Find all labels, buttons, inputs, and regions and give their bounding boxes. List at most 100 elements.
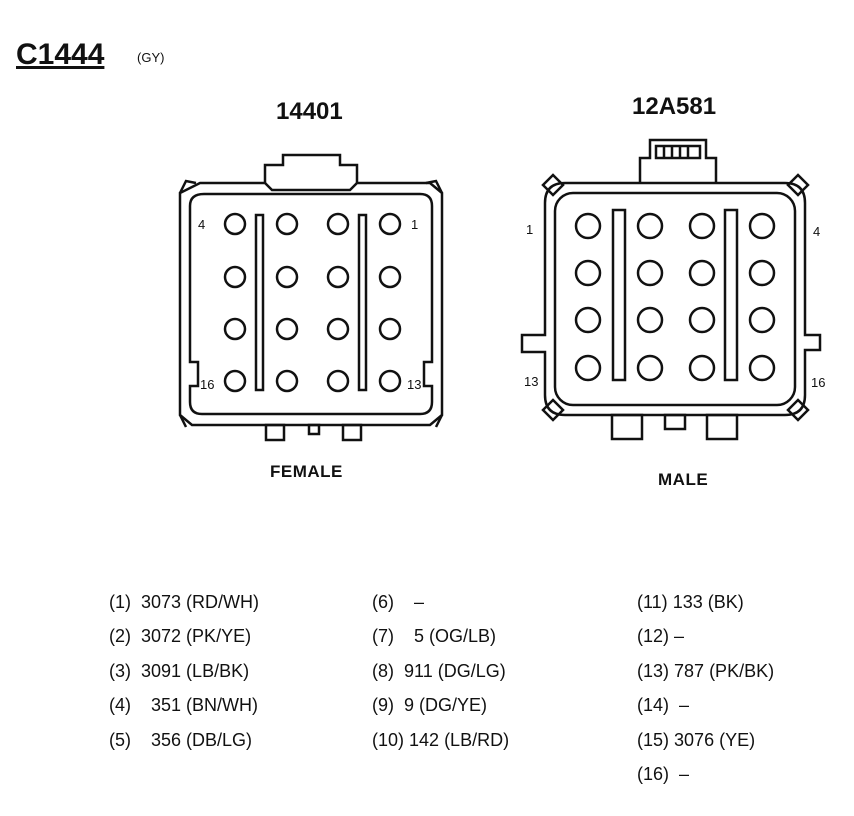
male-bottom-tab xyxy=(705,413,739,441)
male-pin-label-bottom-left: 13 xyxy=(524,374,538,389)
pin-number: (9) xyxy=(372,695,394,715)
pinout-row: (1) 3073 (RD/WH) xyxy=(109,592,259,613)
male-pin xyxy=(574,354,602,382)
circuit-value: 3076 (YE) xyxy=(674,730,756,750)
male-pin xyxy=(748,354,776,382)
pinout-row: (13) 787 (PK/BK) xyxy=(637,661,774,682)
pin-number: (4) xyxy=(109,695,131,715)
female-bottom-tab xyxy=(341,423,363,442)
male-pin-label-top-left: 1 xyxy=(526,222,533,237)
male-pin-grid xyxy=(574,212,776,382)
circuit-value: 142 (LB/RD) xyxy=(409,730,510,750)
circuit-value: 3091 (LB/BK) xyxy=(141,661,250,681)
female-corner-tab xyxy=(434,414,444,428)
male-pin xyxy=(636,212,664,240)
male-pin xyxy=(688,306,716,334)
pinout-row: (16) – xyxy=(637,764,689,785)
pin-number: (5) xyxy=(109,730,131,750)
pin-number: (2) xyxy=(109,626,131,646)
male-pin xyxy=(748,212,776,240)
male-bottom-tab xyxy=(663,413,687,431)
circuit-value: 3073 (RD/WH) xyxy=(141,592,260,612)
pinout-row: (10) 142 (LB/RD) xyxy=(372,730,509,751)
connector-color: (GY) xyxy=(137,50,165,65)
pinout-row: (12) – xyxy=(637,626,684,647)
pinout-row: (7) 5 (OG/LB) xyxy=(372,626,496,647)
male-pin-label-bottom-right: 16 xyxy=(811,375,825,390)
circuit-value: – xyxy=(414,592,425,612)
pinout-row: (6) – xyxy=(372,592,424,613)
pinout-row: (15) 3076 (YE) xyxy=(637,730,755,751)
male-pin xyxy=(636,354,664,382)
male-divider-bar xyxy=(723,208,739,382)
pinout-row: (2) 3072 (PK/YE) xyxy=(109,626,251,647)
circuit-value: – xyxy=(679,695,690,715)
pinout-row: (3) 3091 (LB/BK) xyxy=(109,661,249,682)
pin-number: (7) xyxy=(372,626,394,646)
female-corner-tab xyxy=(178,414,188,428)
female-inner-outline xyxy=(188,192,434,416)
pin-number: (3) xyxy=(109,661,131,681)
pinout-row: (5) 356 (DB/LG) xyxy=(109,730,252,751)
circuit-value: 351 (BN/WH) xyxy=(151,695,259,715)
male-pin xyxy=(748,306,776,334)
female-corner-tab xyxy=(178,179,197,194)
female-pin xyxy=(326,369,350,393)
female-pin xyxy=(378,212,402,236)
male-corner-tab xyxy=(541,398,565,422)
pin-number: (16) xyxy=(637,764,670,784)
male-latch xyxy=(638,138,718,183)
pin-number: (1) xyxy=(109,592,131,612)
female-bottom-tab xyxy=(264,423,286,442)
pinout-row: (9) 9 (DG/YE) xyxy=(372,695,487,716)
male-pin xyxy=(636,259,664,287)
pin-number: (14) xyxy=(637,695,670,715)
circuit-value: 911 (DG/LG) xyxy=(404,661,506,681)
female-divider-bar xyxy=(254,213,265,392)
circuit-value: 9 (DG/YE) xyxy=(404,695,488,715)
male-corner-tab xyxy=(786,398,810,422)
female-pin xyxy=(223,212,247,236)
female-bottom-tab xyxy=(307,423,321,436)
pin-number: (13) xyxy=(637,661,670,681)
female-pin xyxy=(275,212,299,236)
male-pin xyxy=(688,354,716,382)
female-divider-bar xyxy=(357,213,368,392)
circuit-value: 356 (DB/LG) xyxy=(151,730,253,750)
male-pin-label-top-right: 4 xyxy=(813,224,820,239)
female-pin-label-bottom-left: 16 xyxy=(200,377,214,392)
pin-number: (15) xyxy=(637,730,670,750)
female-part-number: 14401 xyxy=(276,98,343,125)
pin-number: (6) xyxy=(372,592,394,612)
pinout-row: (14) – xyxy=(637,695,689,716)
connector-id: C1444 xyxy=(16,38,105,71)
pinout-row: (11) 133 (BK) xyxy=(637,592,744,613)
circuit-value: – xyxy=(679,764,690,784)
male-label: MALE xyxy=(658,470,709,489)
male-connector xyxy=(520,138,822,441)
pin-number: (12) xyxy=(637,626,670,646)
female-connector xyxy=(178,153,444,442)
male-pin xyxy=(574,212,602,240)
male-corner-tab xyxy=(786,173,810,197)
female-outer-body xyxy=(178,181,444,427)
female-pin xyxy=(275,317,299,341)
male-outer-body xyxy=(520,181,822,417)
female-corner-tab xyxy=(425,179,444,194)
female-pin xyxy=(223,369,247,393)
male-pin xyxy=(688,259,716,287)
pin-number: (11) xyxy=(637,592,668,612)
female-pin xyxy=(326,317,350,341)
female-pin xyxy=(326,212,350,236)
connector-diagram: 4 1 16 13 xyxy=(178,138,825,442)
circuit-value: 5 (OG/LB) xyxy=(414,626,497,646)
male-latch-window xyxy=(654,144,702,160)
female-pin xyxy=(275,369,299,393)
female-pin xyxy=(326,265,350,289)
male-pin xyxy=(574,259,602,287)
male-pin xyxy=(574,306,602,334)
female-pin xyxy=(378,369,402,393)
male-corner-tab xyxy=(541,173,565,197)
male-pin xyxy=(748,259,776,287)
female-label: FEMALE xyxy=(270,462,343,481)
